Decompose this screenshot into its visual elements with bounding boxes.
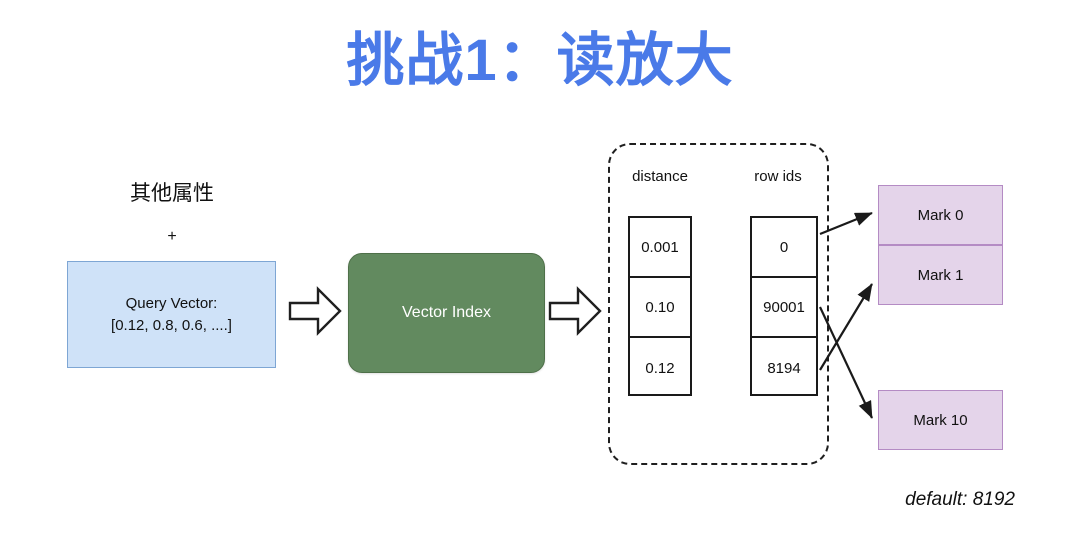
mark-label: Mark 0 bbox=[917, 206, 964, 224]
table-row: 8194 bbox=[767, 359, 801, 377]
table-row: 0.10 bbox=[630, 278, 690, 338]
default-page-size-note: default: 8192 bbox=[905, 489, 1015, 510]
block-arrow-right-icon bbox=[288, 283, 342, 339]
distance-column: 0.001 0.10 0.12 bbox=[628, 216, 692, 396]
rowids-column: 0 90001 8194 bbox=[750, 216, 818, 396]
table-row: 90001 bbox=[752, 278, 816, 338]
distance-column-header: distance bbox=[632, 168, 688, 185]
mark-label: Mark 10 bbox=[913, 411, 968, 429]
query-vector-label: Query Vector: bbox=[125, 294, 218, 312]
query-vector-box: Query Vector: [0.12, 0.8, 0.6, ....] bbox=[67, 261, 276, 368]
mark-box: Mark 0 bbox=[878, 185, 1003, 245]
page-title: 挑战1：读放大 bbox=[346, 28, 734, 93]
mark-box: Mark 10 bbox=[878, 390, 1003, 450]
table-row: 0 bbox=[752, 218, 816, 278]
rowids-column-header: row ids bbox=[754, 168, 802, 185]
other-attributes-label: 其他属性 bbox=[130, 182, 214, 205]
plus-sign-label: + bbox=[167, 228, 177, 245]
block-arrow-right-icon bbox=[548, 283, 602, 339]
table-row: 0.001 bbox=[630, 218, 690, 278]
table-row: 0.12 bbox=[645, 359, 675, 377]
mark-box: Mark 1 bbox=[878, 245, 1003, 305]
vector-index-label: Vector Index bbox=[402, 304, 491, 321]
mark-label: Mark 1 bbox=[917, 266, 964, 284]
vector-index-box: Vector Index bbox=[348, 253, 545, 373]
query-vector-value: [0.12, 0.8, 0.6, ....] bbox=[111, 316, 232, 334]
